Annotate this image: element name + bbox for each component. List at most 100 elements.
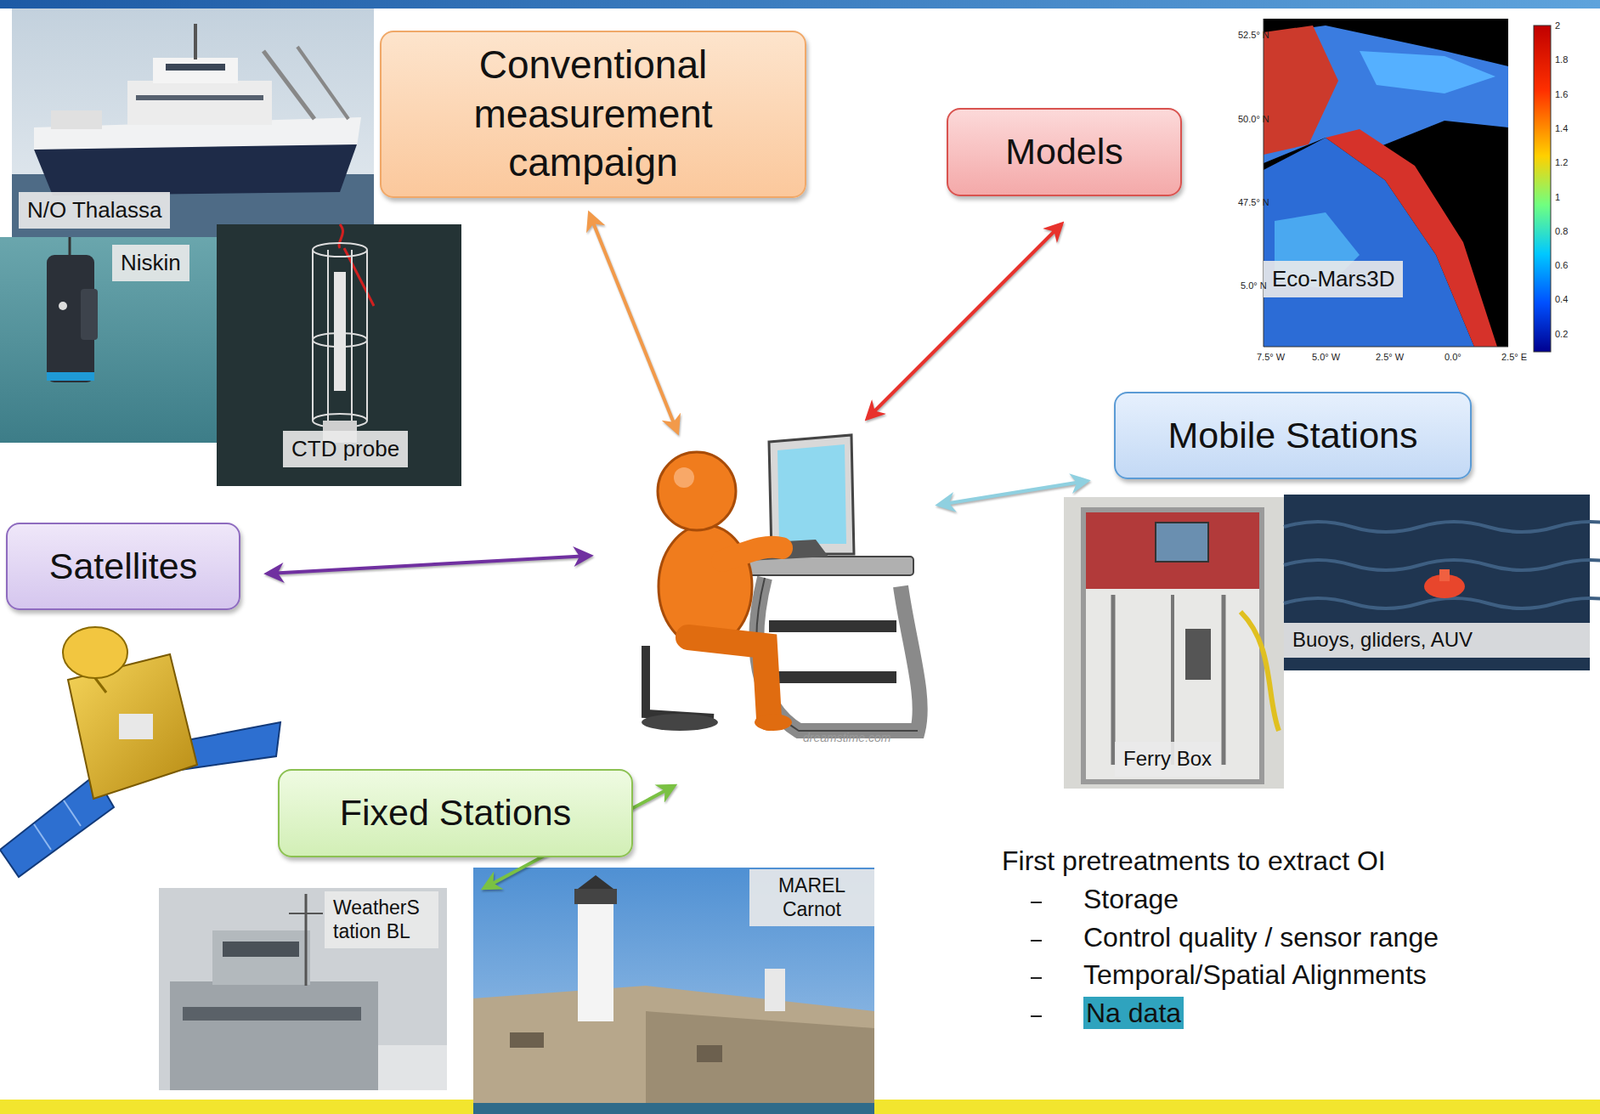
colorbar-tick: 2: [1554, 20, 1561, 32]
box-title: Conventional measurement campaign: [395, 40, 792, 188]
satellite-illustration: [62, 627, 128, 679]
box-title: Satellites: [49, 543, 198, 590]
ferrybox-photo: [1085, 512, 1260, 589]
photo-caption: Buoys, gliders, AUV: [1283, 622, 1590, 658]
model-map: [1236, 18, 1577, 369]
niskin-photo: [0, 237, 217, 443]
colorbar-tick: 0.4: [1554, 293, 1568, 306]
buoy-photo: [1283, 521, 1600, 532]
box-title: Mobile Stations: [1168, 412, 1419, 459]
satellite-illustration: [95, 678, 107, 693]
niskin-photo: [80, 288, 98, 340]
marel-photo: [473, 985, 875, 1105]
ferrybox-photo: [1111, 594, 1116, 765]
analyst-illustration: [768, 435, 854, 555]
note-heading: First pretreatments to extract OI: [1001, 844, 1386, 877]
axis-tick: 52.5° N: [1238, 29, 1270, 41]
ferrybox-photo: [1240, 611, 1279, 731]
buoy-photo: [1283, 598, 1600, 609]
niskin-photo: [58, 301, 68, 311]
weather-station-photo: [182, 1006, 362, 1021]
weather-station-photo: [305, 893, 308, 986]
watermark: dreamstime.com: [802, 730, 891, 746]
double-arrow: [938, 480, 1087, 505]
photo-caption: N/O Thalassa: [18, 192, 170, 229]
bullet-dash: [1030, 977, 1042, 979]
ferrybox-photo: [1063, 497, 1284, 789]
ferrybox-photo: [1063, 497, 1284, 789]
ship-photo: [127, 80, 272, 125]
model-map: [1325, 129, 1498, 347]
ferrybox-photo: [1170, 594, 1175, 765]
colorbar-tick: 1.4: [1554, 123, 1568, 135]
marel-photo: [509, 1032, 544, 1048]
niskin-photo: [46, 372, 95, 381]
colorbar-tick: 0.2: [1554, 328, 1568, 340]
double-arrow: [867, 224, 1062, 419]
weather-station-photo: [169, 981, 379, 1091]
ferrybox-photo: [1083, 509, 1262, 782]
photo-caption: MAREL Carnot: [749, 869, 875, 927]
bullet-item: Temporal/Spatial Alignments: [1083, 958, 1427, 991]
model-map: [1263, 25, 1509, 164]
weather-station-photo: [212, 930, 311, 985]
marel-photo: [577, 902, 614, 1022]
axis-tick: 50.0° N: [1238, 113, 1270, 125]
category-box: Fixed Stations: [277, 768, 634, 858]
colorbar-tick: 0.8: [1554, 226, 1568, 238]
ctd-photo: [366, 249, 368, 421]
ctd-photo: [311, 249, 314, 421]
ferrybox-photo: [1185, 628, 1211, 680]
category-box: Mobile Stations: [1113, 391, 1472, 480]
analyst-illustration: [688, 637, 769, 719]
analyst-illustration: [754, 713, 792, 731]
marel-photo: [764, 968, 786, 1012]
ctd-photo: [216, 224, 462, 487]
weather-station-photo: [158, 887, 447, 1091]
model-map: [1533, 25, 1551, 352]
axis-tick: 0.0°: [1444, 351, 1462, 363]
niskin-photo: [0, 237, 217, 443]
bullet-dash: [1030, 1015, 1042, 1018]
double-arrow: [589, 214, 678, 432]
colorbar-tick: 1.2: [1554, 157, 1568, 169]
analyst-illustration: [777, 444, 847, 544]
axis-tick: 7.5° W: [1256, 351, 1285, 363]
axis-tick: 2.5° W: [1375, 351, 1404, 363]
marel-photo: [473, 1102, 875, 1114]
analyst-illustration: [768, 671, 897, 684]
bullet-item: Control quality / sensor range: [1083, 921, 1439, 954]
model-map: [1263, 346, 1509, 348]
category-box: Satellites: [5, 522, 241, 611]
colorbar-tick: 1.6: [1554, 89, 1568, 101]
model-map: [1359, 50, 1496, 94]
analyst-illustration: [768, 620, 897, 633]
header-band: [0, 0, 1600, 9]
ctd-photo: [216, 224, 462, 487]
ship-photo: [165, 63, 226, 71]
axis-tick: 5.0° N: [1240, 280, 1267, 292]
axis-tick: 5.0° W: [1311, 351, 1340, 363]
ctd-photo: [339, 224, 344, 249]
ship-photo: [193, 23, 198, 60]
buoy-photo: [1439, 569, 1450, 582]
analyst-illustration: [641, 713, 719, 731]
ship-photo: [135, 95, 264, 101]
marel-photo: [473, 867, 875, 1114]
photo-caption: Eco-Mars3D: [1263, 260, 1403, 298]
weather-station-photo: [158, 887, 447, 1091]
niskin-photo: [68, 237, 72, 255]
ferrybox-photo: [1155, 522, 1209, 562]
ship-photo: [50, 110, 102, 130]
category-box: Conventional measurement campaign: [379, 30, 807, 198]
box-title: Fixed Stations: [339, 790, 572, 837]
category-box: Models: [946, 107, 1182, 197]
photo-caption: WeatherS tation BL: [324, 891, 439, 949]
buoy-photo: [1283, 559, 1600, 571]
bullet-dash: [1030, 901, 1042, 904]
model-map: [1236, 18, 1577, 369]
weather-station-photo: [288, 912, 323, 915]
analyst-illustration: [641, 435, 921, 731]
bullet-dash: [1030, 939, 1042, 942]
colorbar-tick: 1.8: [1554, 54, 1568, 66]
